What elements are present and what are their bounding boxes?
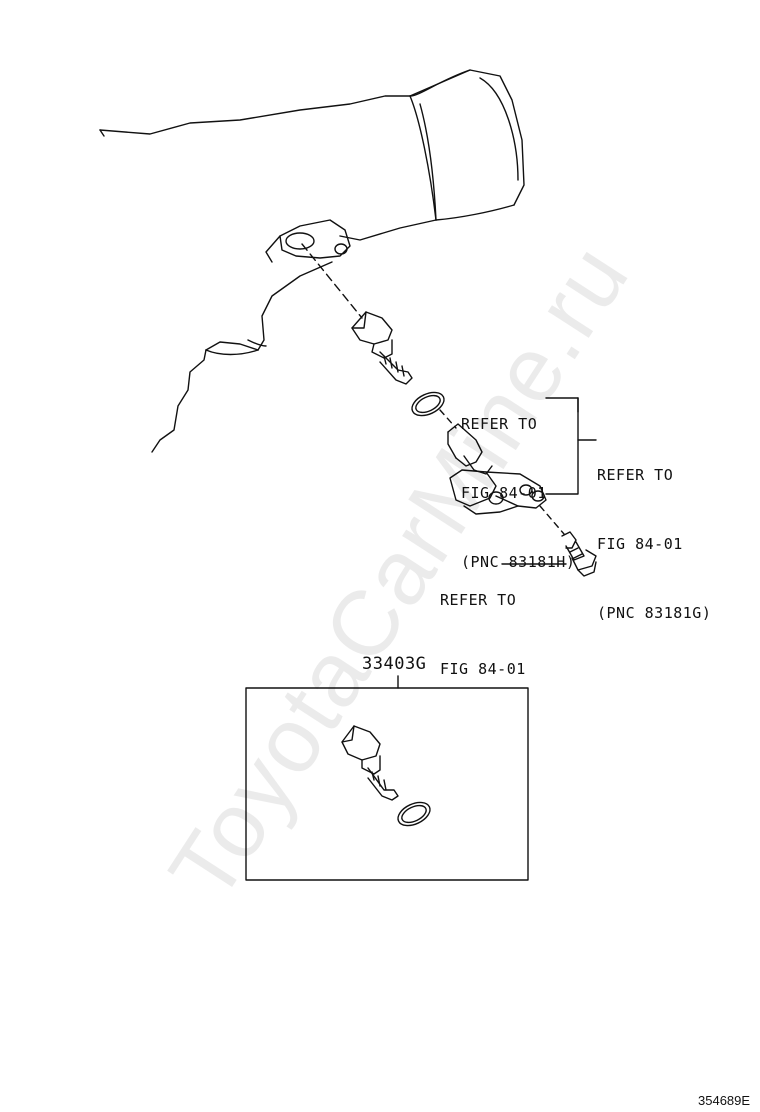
callout-refer-fig-84-01-pnc-83181h: REFER TO FIG 84-01 (PNC 83181H) [461,367,575,597]
part-number-label: 33403G [362,654,427,674]
callout-refer-fig-84-01-pnc-83181g: REFER TO FIG 84-01 (PNC 83181G) [597,418,711,648]
part-kit-box [245,675,529,881]
speed-sensor-upper [351,311,413,385]
drawing-number: 354689E [698,1093,751,1108]
callout-line: (PNC 83181G) [597,604,712,622]
callout-leaders [501,397,597,565]
callout-line: FIG 84-01 [440,660,526,678]
callout-line: REFER TO [461,415,538,433]
callout-line: REFER TO [440,591,517,609]
bolt [561,531,597,577]
kit-speed-sensor [341,725,399,801]
assembly-line-upper [301,243,363,319]
speed-sensor-lower [447,423,547,515]
callout-line: REFER TO [597,466,674,484]
callout-line: (PNC 83181H) [461,553,576,571]
callout-line: FIG 84-01 [597,535,683,553]
transmission-housing [99,69,525,453]
callout-line: FIG 84-01 [461,484,547,502]
callout-refer-fig-84-01-bolt: REFER TO FIG 84-01 [440,543,526,704]
o-ring-upper [411,391,445,417]
kit-o-ring [397,801,431,827]
